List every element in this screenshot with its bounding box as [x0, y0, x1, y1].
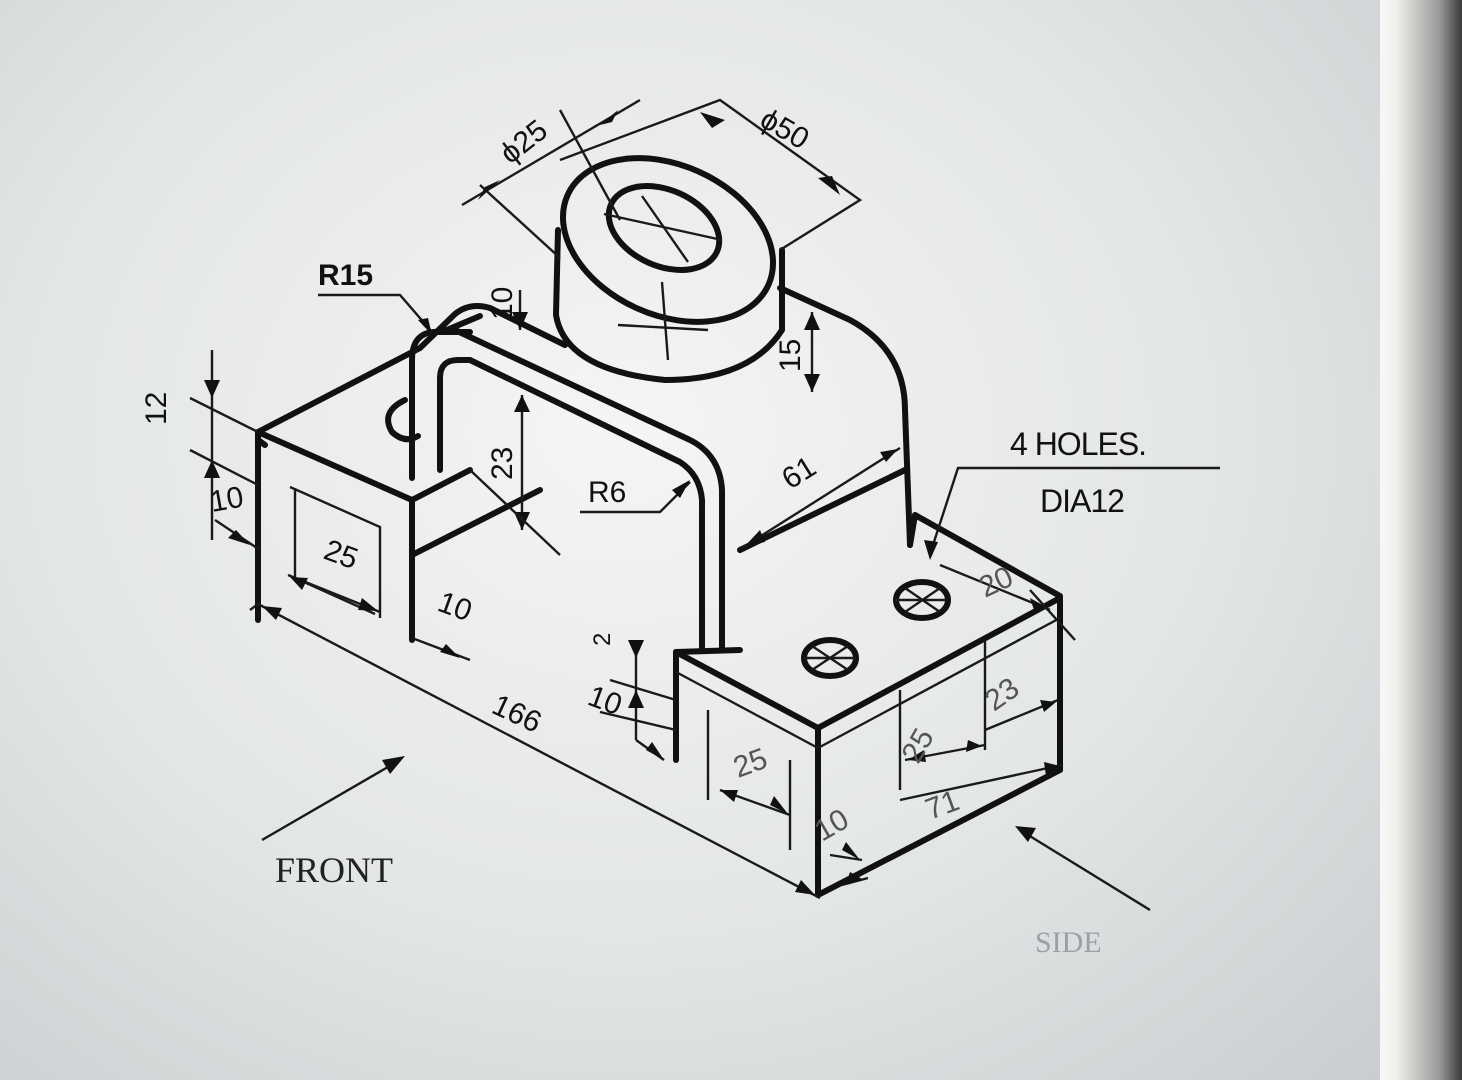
dim-dia25: ϕ25 [494, 114, 554, 171]
note-holes: 4 HOLES. [1010, 426, 1146, 462]
monitor-bezel [1380, 0, 1462, 1080]
front-label: FRONT [275, 850, 393, 890]
dim-10-left: 10 [207, 481, 246, 519]
side-label: SIDE [1035, 926, 1102, 959]
dim-10-top: 10 [486, 287, 519, 320]
dim-10-front: 10 [434, 586, 477, 628]
dim-25-bottom: 25 [729, 742, 772, 784]
dim-61: 61 [776, 450, 822, 496]
dim-15: 15 [774, 339, 807, 372]
monitor-screen [0, 0, 1380, 1080]
left-block [255, 328, 543, 643]
dim-2: 2 [589, 633, 616, 646]
dim-166: 166 [487, 688, 546, 739]
view-arrows [261, 756, 1151, 912]
dim-25-left: 25 [320, 534, 363, 576]
dim-dia50: ϕ50 [755, 102, 815, 156]
isometric-drawing: ϕ25 ϕ50 R15 10 15 12 10 23 25 10 R6 61 1… [140, 98, 1220, 959]
dim-r15: R15 [318, 259, 373, 292]
dimension-lines [189, 98, 1220, 900]
note-dia: DIA12 [1040, 483, 1124, 519]
right-block [673, 512, 1063, 898]
dim-25-right: 25 [895, 723, 940, 768]
dim-r6: R6 [588, 476, 626, 509]
upright-and-cylinder [417, 155, 913, 653]
dim-12: 12 [140, 392, 173, 425]
dim-23: 23 [486, 447, 519, 480]
